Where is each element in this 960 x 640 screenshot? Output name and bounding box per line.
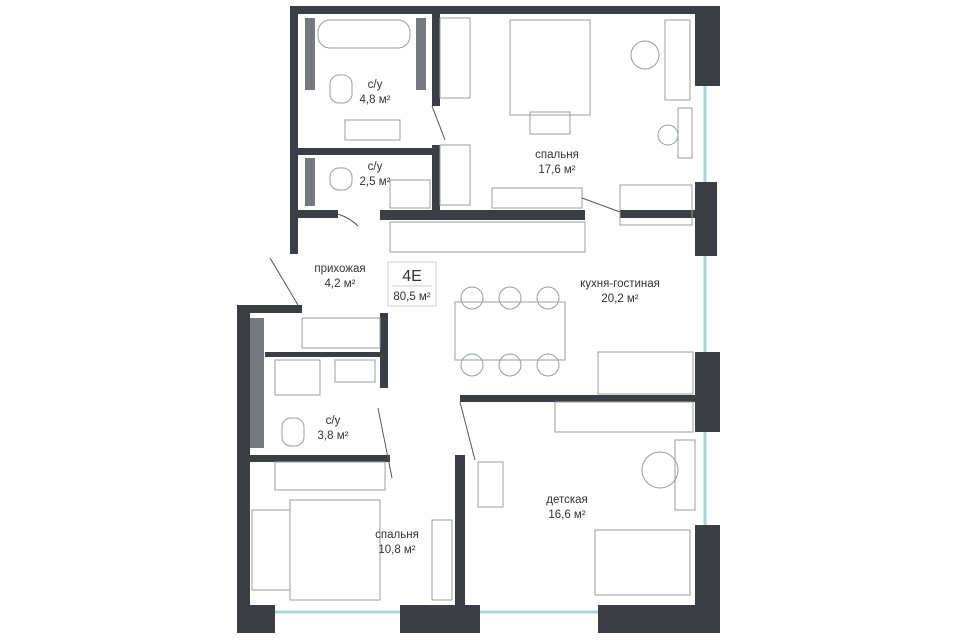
room-area: 4,8 м² — [360, 94, 391, 106]
room-name: с/у — [368, 79, 383, 91]
room-area: 4,2 м² — [325, 278, 356, 290]
room-area: 17,6 м² — [538, 164, 575, 176]
room-area: 10,8 м² — [378, 544, 415, 556]
room-name: прихожая — [314, 263, 365, 275]
room-name: детская — [546, 494, 588, 506]
fixtures — [250, 17, 696, 601]
room-labels: с/у 4,8 м² с/у 2,5 м² спальня 17,6 м² пр… — [314, 79, 660, 556]
unit-code: 4E — [402, 268, 422, 285]
room-name: спальня — [535, 149, 579, 161]
room-area: 16,6 м² — [548, 509, 585, 521]
windows — [275, 85, 707, 614]
room-name: с/у — [368, 161, 383, 173]
room-area: 3,8 м² — [318, 430, 349, 442]
unit-badge: 4E 80,5 м² — [387, 261, 437, 307]
room-name: спальня — [375, 529, 419, 541]
room-name: кухня-гостиная — [580, 278, 660, 290]
room-name: с/у — [326, 415, 341, 427]
room-area: 2,5 м² — [360, 176, 391, 188]
unit-total-area: 80,5 м² — [393, 291, 430, 303]
doors — [269, 105, 621, 479]
room-area: 20,2 м² — [601, 293, 638, 305]
walls — [237, 6, 720, 633]
